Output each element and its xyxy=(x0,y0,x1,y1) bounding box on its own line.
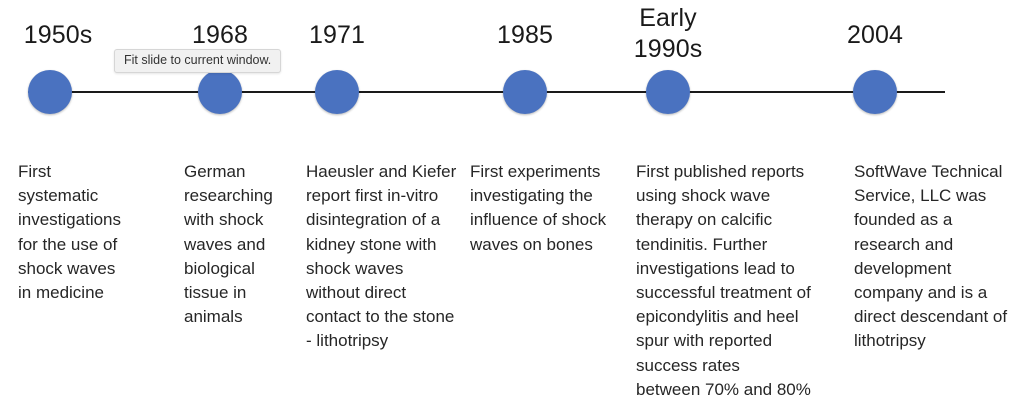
timeline-description-3: Haeusler and Kiefer report first in-vitr… xyxy=(306,162,457,351)
timeline-node-4[interactable] xyxy=(503,70,547,114)
timeline-description-1: First systematic investigations for the … xyxy=(18,162,122,303)
timeline-description-6: SoftWave Technical Service, LLC was foun… xyxy=(854,162,1008,351)
timeline-node-1[interactable] xyxy=(28,70,72,114)
timeline-description-2: German researching with shock waves and … xyxy=(184,162,273,327)
timeline-node-2[interactable] xyxy=(198,70,242,114)
timeline-date-6: 2004 xyxy=(846,21,903,49)
timeline-description-4: First experiments investigating the infl… xyxy=(470,162,607,254)
timeline-date-4: 1985 xyxy=(496,21,553,49)
timeline-date-5: Early 1990s xyxy=(633,4,703,63)
timeline-node-5[interactable] xyxy=(646,70,690,114)
timeline-node-6[interactable] xyxy=(853,70,897,114)
timeline-date-3: 1971 xyxy=(308,21,365,49)
timeline-axis-area: 1950s 1968 1971 1985 Early 1990s 2004 Fi… xyxy=(0,0,1024,140)
timeline-description-5: First published reports using shock wave… xyxy=(636,162,811,399)
timeline-date-1: 1950s xyxy=(23,21,93,49)
timeline-node-3[interactable] xyxy=(315,70,359,114)
fit-slide-tooltip: Fit slide to current window. xyxy=(114,49,282,73)
timeline-axis-line xyxy=(28,91,945,93)
timeline-date-2: 1968 xyxy=(191,21,248,49)
